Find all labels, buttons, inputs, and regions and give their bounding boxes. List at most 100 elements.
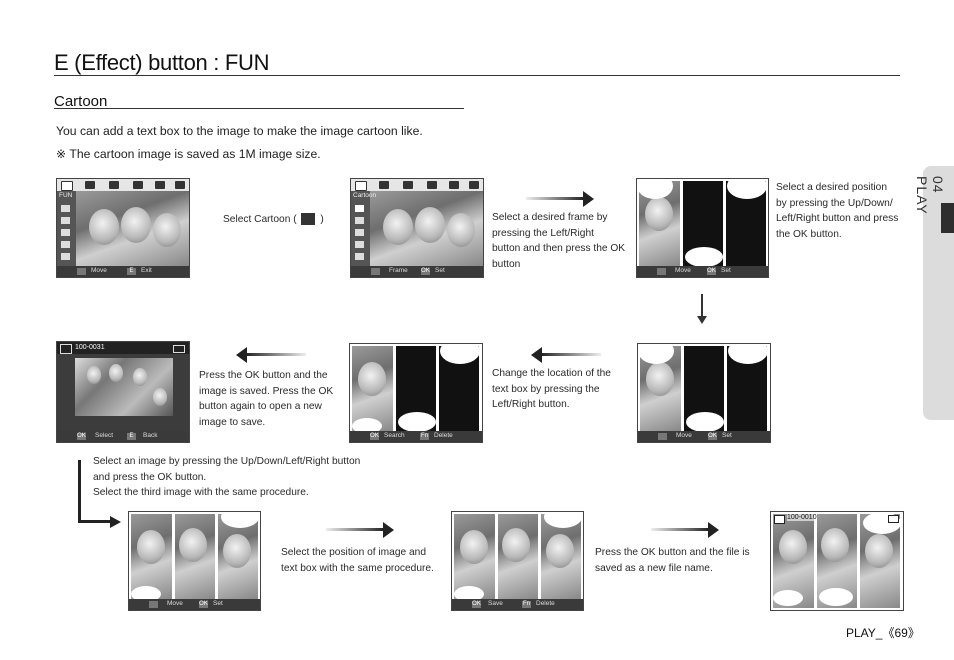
flow-connector bbox=[78, 460, 81, 523]
flow-connector bbox=[78, 520, 112, 523]
guide-label-set: Set bbox=[213, 600, 223, 607]
frame-tab-icon bbox=[379, 181, 389, 189]
camera-screen-saved-cartoon: OK Search Fn Delete bbox=[349, 343, 483, 443]
left-arrow-icon bbox=[531, 347, 601, 363]
speech-bubble bbox=[131, 586, 161, 602]
color-tab-icon bbox=[403, 181, 413, 189]
guide-label-move: Move bbox=[167, 600, 183, 607]
caption-line: button again to open a new bbox=[199, 401, 322, 412]
fun-tab-icon bbox=[61, 181, 73, 191]
photo-face bbox=[383, 209, 413, 245]
page-footer: PLAY_《69》 bbox=[846, 624, 920, 641]
menu-title: FUN bbox=[59, 192, 73, 199]
composite-menu-icon bbox=[355, 253, 364, 260]
screen-guide-bar: Move E Exit bbox=[57, 266, 189, 277]
caption-line: Select a desired frame by bbox=[492, 212, 608, 223]
play-icon bbox=[60, 344, 72, 354]
caption-line: saved as a new file name. bbox=[595, 562, 713, 574]
screen-guide-bar: Frame OK Set bbox=[351, 266, 483, 277]
speech-bubble bbox=[773, 590, 803, 606]
guide-label-delete: Delete bbox=[536, 600, 555, 607]
ok-key-icon: OK bbox=[77, 433, 86, 440]
direction-key-icon bbox=[149, 601, 158, 608]
right-arrow-icon bbox=[526, 191, 594, 207]
speech-bubble bbox=[686, 412, 724, 432]
photo-face bbox=[179, 528, 207, 562]
chapter-tab-marker bbox=[941, 203, 954, 233]
fn-key-icon: Fn bbox=[420, 433, 429, 440]
palette-tab-icon bbox=[133, 181, 143, 189]
play-icon bbox=[774, 515, 785, 524]
caption-line: text box by pressing the bbox=[492, 383, 600, 395]
photo-face bbox=[546, 534, 574, 568]
guide-label-save: Save bbox=[488, 600, 503, 607]
intro-line-1: You can add a text box to the image to m… bbox=[56, 124, 423, 138]
title-rule bbox=[54, 75, 900, 76]
direction-key-icon bbox=[657, 268, 666, 275]
caption-line: Select the third image with the same pro… bbox=[93, 487, 309, 498]
e-key-icon: E bbox=[127, 268, 136, 275]
guide-label-move: Move bbox=[676, 432, 692, 439]
guide-label-move: Move bbox=[675, 267, 691, 274]
caption-select-cartoon: Select Cartoon ( ) bbox=[223, 212, 324, 228]
camera-screen-cartoon-menu: Cartoon Frame OK Set bbox=[350, 178, 484, 278]
caption-line: Left/Right button. bbox=[492, 399, 570, 410]
palette-tab-icon bbox=[427, 181, 437, 189]
camera-screen-three-images: Move OK Set bbox=[128, 511, 261, 611]
guide-label-frame: Frame bbox=[389, 267, 408, 274]
frame-tab-icon bbox=[85, 181, 95, 189]
camera-screen-final: 100-0010 bbox=[770, 511, 904, 611]
screen-guide-bar: Move OK Set bbox=[638, 431, 770, 442]
photo-face bbox=[87, 366, 101, 384]
frame-menu-icon bbox=[61, 217, 70, 224]
speech-bubble bbox=[544, 512, 582, 528]
chapter-tab-label: 04 PLAY bbox=[914, 176, 946, 215]
caption-select-position: Select a desired position by pressing th… bbox=[776, 180, 916, 242]
guide-label-exit: Exit bbox=[141, 267, 152, 274]
leftright-key-icon bbox=[371, 268, 380, 275]
speech-bubble bbox=[352, 418, 382, 434]
caption-line: Press the OK button and the bbox=[199, 370, 328, 381]
right-arrow-icon bbox=[110, 516, 121, 528]
photo-face bbox=[109, 364, 123, 382]
speech-bubble bbox=[727, 179, 767, 199]
speech-bubble bbox=[819, 588, 853, 606]
updown-key-icon bbox=[77, 268, 86, 275]
photo-face bbox=[358, 362, 386, 396]
magic-tab-icon bbox=[449, 181, 459, 189]
guide-label-search: Search bbox=[384, 432, 405, 439]
caption-line: the OK button. bbox=[776, 228, 842, 240]
down-arrow-icon bbox=[697, 294, 707, 326]
page-title: E (Effect) button : FUN bbox=[54, 50, 270, 75]
menu-tab-bar bbox=[57, 179, 189, 191]
caption-line: image is saved. Press the OK bbox=[199, 385, 334, 397]
footer-section: PLAY_ bbox=[846, 626, 883, 640]
photo-face bbox=[89, 209, 119, 245]
speech-bubble bbox=[454, 586, 484, 602]
menu-tab-bar bbox=[351, 179, 483, 191]
guide-label-move: Move bbox=[91, 267, 107, 274]
subtitle-rule bbox=[54, 108, 464, 109]
battery-icon bbox=[888, 515, 899, 523]
photo-face bbox=[447, 213, 475, 247]
caption-line: Select a desired position bbox=[776, 182, 887, 193]
fn-key-icon: Fn bbox=[522, 601, 531, 608]
caption-line: Press the OK button and the file is bbox=[595, 547, 750, 558]
screen-guide-bar: Move OK Set bbox=[129, 599, 260, 610]
ok-key-icon: OK bbox=[472, 601, 481, 608]
photo-face bbox=[865, 534, 893, 568]
screen-guide-bar: OK Save Fn Delete bbox=[452, 599, 583, 610]
caption-line: image to save. bbox=[199, 416, 266, 428]
screen-guide-bar: OK Select E Back bbox=[57, 431, 189, 442]
caption-text-end: ) bbox=[320, 214, 324, 225]
guide-label-set: Set bbox=[435, 267, 445, 274]
page-number-open: 《 bbox=[882, 626, 895, 640]
photo-face bbox=[779, 530, 807, 564]
highlight-menu-icon bbox=[61, 241, 70, 248]
caption-line: Change the location of the bbox=[492, 368, 611, 379]
menu-title: Cartoon bbox=[353, 192, 377, 199]
photo-face bbox=[153, 388, 167, 406]
photo-face bbox=[502, 528, 530, 562]
cartoon-menu-icon bbox=[355, 205, 364, 212]
camera-screen-fun-menu: FUN Move E Exit bbox=[56, 178, 190, 278]
